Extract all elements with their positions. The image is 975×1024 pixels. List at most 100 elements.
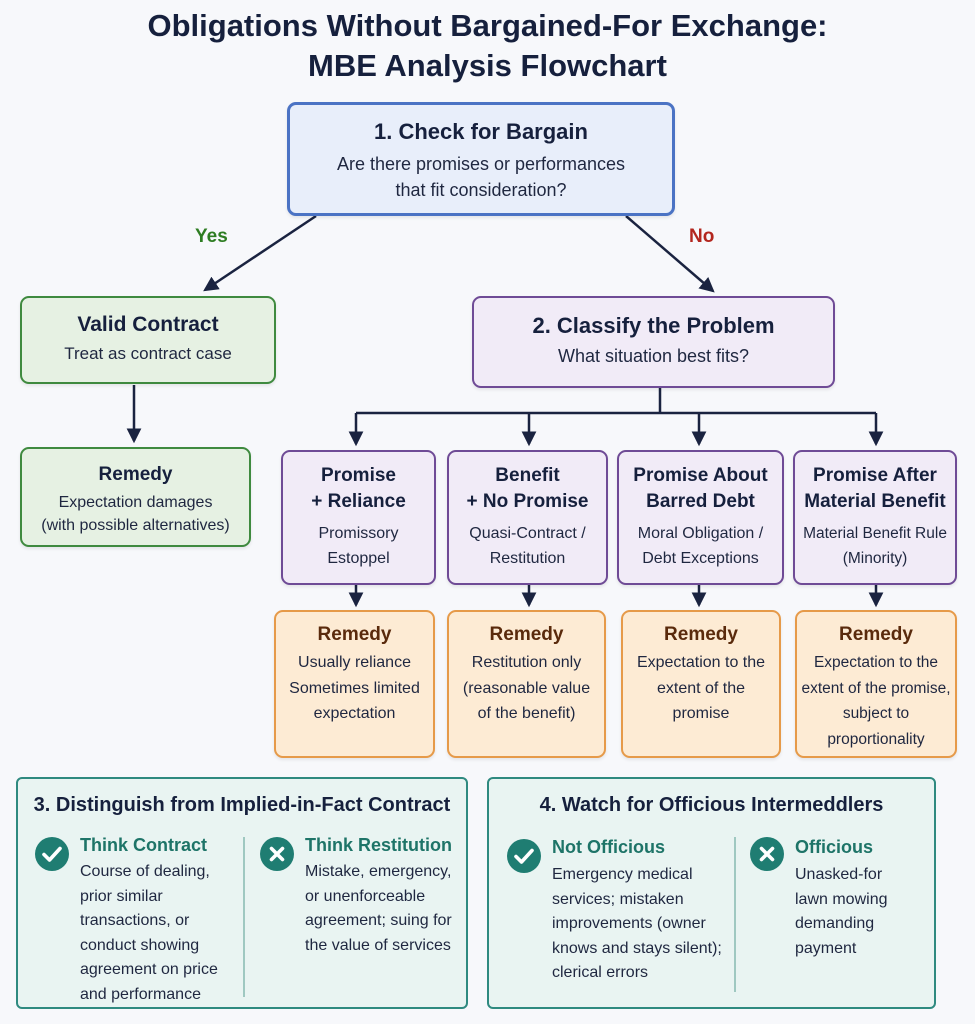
- think-contract-line: transactions, or: [80, 912, 190, 929]
- not-officious-line: clerical errors: [552, 964, 649, 981]
- check-bargain-line-2: that fit consideration?: [395, 180, 567, 200]
- remedy-line-3: promise: [672, 705, 730, 722]
- category-heading-line-2: Material Benefit: [804, 491, 946, 512]
- classify-problem-heading: 2. Classify the Problem: [532, 313, 775, 338]
- valid-contract-remedy-box: Remedy Expectation damages (with possibl…: [20, 447, 251, 547]
- valid-remedy-line-2: (with possible alternatives): [41, 517, 230, 534]
- think-restitution-line: agreement; suing for: [305, 912, 452, 929]
- officious-heading: Officious: [795, 837, 874, 857]
- not-officious-line: Emergency medical: [552, 866, 693, 883]
- remedy-heading: Remedy: [839, 624, 913, 645]
- remedy-box-benefit-no-promise: Remedy Restitution only (reasonable valu…: [447, 610, 606, 758]
- remedy-line-3: expectation: [313, 705, 396, 722]
- remedy-line-3: of the benefit): [477, 705, 576, 722]
- remedy-line-1: Restitution only: [471, 654, 582, 671]
- check-bargain-heading: 1. Check for Bargain: [374, 119, 588, 144]
- think-contract-line: agreement on price: [80, 961, 218, 978]
- implied-in-fact-title: 3. Distinguish from Implied-in-Fact Cont…: [33, 794, 451, 816]
- remedy-line-3: subject to: [842, 705, 910, 722]
- officious-text: Unasked-for lawn mowing demanding paymen…: [795, 863, 887, 961]
- category-box-barred-debt: Promise About Barred Debt Moral Obligati…: [617, 450, 784, 585]
- officious-intermeddlers-panel: 4. Watch for Officious Intermeddlers Not…: [487, 777, 936, 1009]
- officious-line: lawn mowing: [795, 890, 888, 908]
- check-icon: [507, 839, 541, 873]
- category-text-line-1: Material Benefit Rule: [803, 525, 947, 542]
- classify-problem-text: What situation best fits?: [557, 346, 750, 366]
- think-contract-line: and performance: [80, 985, 201, 1003]
- page-title: Obligations Without Bargained-For Exchan…: [0, 6, 975, 86]
- classify-problem-box: 2. Classify the Problem What situation b…: [472, 296, 835, 388]
- think-contract-line: Course of dealing,: [80, 863, 210, 880]
- think-contract-line: prior similar: [80, 887, 163, 905]
- category-box-benefit-no-promise: Benefit + No Promise Quasi-Contract / Re…: [447, 450, 608, 585]
- remedy-box-barred-debt: Remedy Expectation to the extent of the …: [621, 610, 781, 758]
- check-bargain-box: 1. Check for Bargain Are there promises …: [287, 102, 675, 216]
- not-officious-line: services; mistaken: [552, 890, 684, 908]
- think-restitution-line: or unenforceable: [305, 887, 426, 905]
- not-officious-text: Emergency medical services; mistaken imp…: [552, 863, 722, 986]
- panel-divider: [734, 837, 736, 992]
- panel-divider: [243, 837, 245, 997]
- category-text-line-2: (Minority): [842, 550, 908, 567]
- remedy-line-2: (reasonable value: [462, 679, 591, 697]
- category-heading-line-2: Barred Debt: [646, 491, 755, 512]
- valid-contract-heading: Valid Contract: [77, 313, 219, 336]
- think-restitution-line: the value of services: [305, 936, 451, 954]
- remedy-box-promise-reliance: Remedy Usually reliance Sometimes limite…: [274, 610, 435, 758]
- officious-intermeddlers-title: 4. Watch for Officious Intermeddlers: [539, 794, 884, 816]
- category-heading-line-1: Promise About: [633, 465, 768, 486]
- valid-remedy-line-1: Expectation damages: [58, 494, 213, 511]
- x-icon: [260, 837, 294, 871]
- remedy-heading: Remedy: [317, 624, 392, 645]
- officious-line: payment: [795, 939, 857, 957]
- category-heading-line-2: + Reliance: [311, 491, 406, 512]
- remedy-line-2: extent of the: [656, 679, 746, 697]
- yes-label: Yes: [195, 226, 228, 247]
- remedy-line-1: Expectation to the: [636, 654, 766, 671]
- title-line-2: MBE Analysis Flowchart: [308, 48, 667, 83]
- x-icon: [750, 837, 784, 871]
- not-officious-line: improvements (owner: [552, 915, 706, 932]
- remedy-line-1: Usually reliance: [298, 654, 411, 671]
- implied-in-fact-panel: 3. Distinguish from Implied-in-Fact Cont…: [16, 777, 468, 1009]
- not-officious-line: knows and stays silent);: [552, 939, 722, 957]
- think-contract-text: Course of dealing, prior similar transac…: [80, 860, 218, 1007]
- category-text-line-2: Debt Exceptions: [642, 550, 759, 567]
- think-contract-heading: Think Contract: [80, 835, 208, 855]
- remedy-heading: Remedy: [489, 624, 564, 645]
- valid-contract-text: Treat as contract case: [64, 344, 232, 363]
- remedy-line-2: Sometimes limited: [289, 679, 420, 697]
- check-bargain-line-1: Are there promises or performances: [336, 154, 626, 174]
- category-text-line-1: Moral Obligation /: [637, 525, 764, 542]
- remedy-line-2: extent of the promise,: [801, 679, 951, 697]
- think-contract-line: conduct showing: [80, 936, 200, 954]
- remedy-line-1: Expectation to the: [813, 654, 939, 671]
- think-restitution-heading: Think Restitution: [305, 835, 452, 855]
- category-text-line-1: Promissory: [318, 525, 399, 542]
- category-text-line-2: Restitution: [489, 550, 566, 567]
- category-heading-line-1: Benefit: [495, 465, 560, 486]
- category-heading-line-2: + No Promise: [466, 491, 589, 512]
- category-text-line-1: Quasi-Contract /: [469, 525, 586, 542]
- officious-line: Unasked-for: [795, 866, 883, 883]
- not-officious-heading: Not Officious: [552, 837, 665, 857]
- title-line-1: Obligations Without Bargained-For Exchan…: [147, 8, 828, 43]
- category-text-line-2: Estoppel: [327, 550, 390, 567]
- category-heading-line-1: Promise: [321, 465, 396, 486]
- remedy-box-material-benefit: Remedy Expectation to the extent of the …: [795, 610, 957, 758]
- category-heading-line-1: Promise After: [813, 465, 937, 486]
- valid-contract-box: Valid Contract Treat as contract case: [20, 296, 276, 384]
- remedy-heading: Remedy: [664, 624, 738, 645]
- remedy-line-4: proportionality: [827, 730, 925, 748]
- category-box-material-benefit: Promise After Material Benefit Material …: [793, 450, 957, 585]
- yes-arrow: [203, 214, 317, 292]
- no-label: No: [689, 226, 715, 247]
- no-arrow: [625, 215, 715, 293]
- category-box-promise-reliance: Promise + Reliance Promissory Estoppel: [281, 450, 436, 585]
- valid-remedy-heading: Remedy: [98, 464, 173, 485]
- check-icon: [35, 837, 69, 871]
- officious-line: demanding: [795, 915, 875, 932]
- think-restitution-line: Mistake, emergency,: [305, 863, 452, 880]
- think-restitution-text: Mistake, emergency, or unenforceable agr…: [305, 860, 452, 958]
